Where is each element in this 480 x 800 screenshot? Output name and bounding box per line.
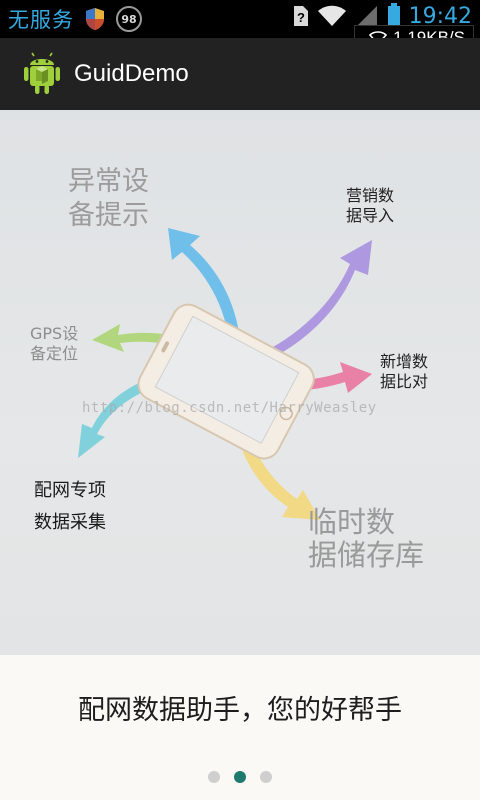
label-exception-equipment: 异常设 备提示 [68, 166, 149, 231]
page-dot-active[interactable] [234, 771, 246, 783]
guide-caption: 配网数据助手，您的好帮手 [78, 695, 402, 726]
phone-illustration [137, 303, 315, 460]
green-arrow [92, 324, 240, 378]
action-bar: GuidDemo [0, 38, 480, 110]
app-title: GuidDemo [74, 60, 189, 87]
signal-icon [356, 6, 377, 26]
shield-icon [86, 8, 104, 30]
page-dot[interactable] [208, 771, 220, 783]
status-right: ? 19:42 [291, 3, 472, 29]
page-indicator [0, 771, 480, 783]
sim-unknown-icon: ? [293, 6, 308, 26]
arrows-graphic [78, 228, 372, 520]
notification-badge: 98 [116, 6, 142, 32]
label-gps-equipment: GPS设 备定位 [30, 324, 79, 363]
android-icon[interactable] [22, 52, 62, 96]
watermark-text: http://blog.csdn.net/HarryWeasley [82, 400, 377, 416]
status-left: 无服务 98 [8, 4, 142, 34]
caption-area: 配网数据助手，您的好帮手 [0, 655, 480, 800]
purple-arrow [232, 240, 372, 372]
page-dot[interactable] [260, 771, 272, 783]
label-marketing-import: 营销数 据导入 [346, 186, 395, 225]
status-time: 19:42 [408, 3, 472, 29]
status-bar: 无服务 98 ? 19:42 [0, 0, 480, 38]
label-temp-storage: 临时数 据储存库 [308, 505, 425, 573]
svg-text:?: ? [297, 10, 305, 25]
guide-illustration[interactable]: 异常设 备提示 营销数 据导入 GPS设 备定位 新增数 据比对 配网专项 数据… [0, 110, 480, 655]
battery-icon [387, 3, 400, 28]
carrier-label: 无服务 [8, 8, 74, 32]
wifi-icon [317, 5, 346, 26]
label-new-data-compare: 新增数 据比对 [380, 352, 429, 391]
label-special-collect: 配网专项 数据采集 [34, 480, 106, 533]
